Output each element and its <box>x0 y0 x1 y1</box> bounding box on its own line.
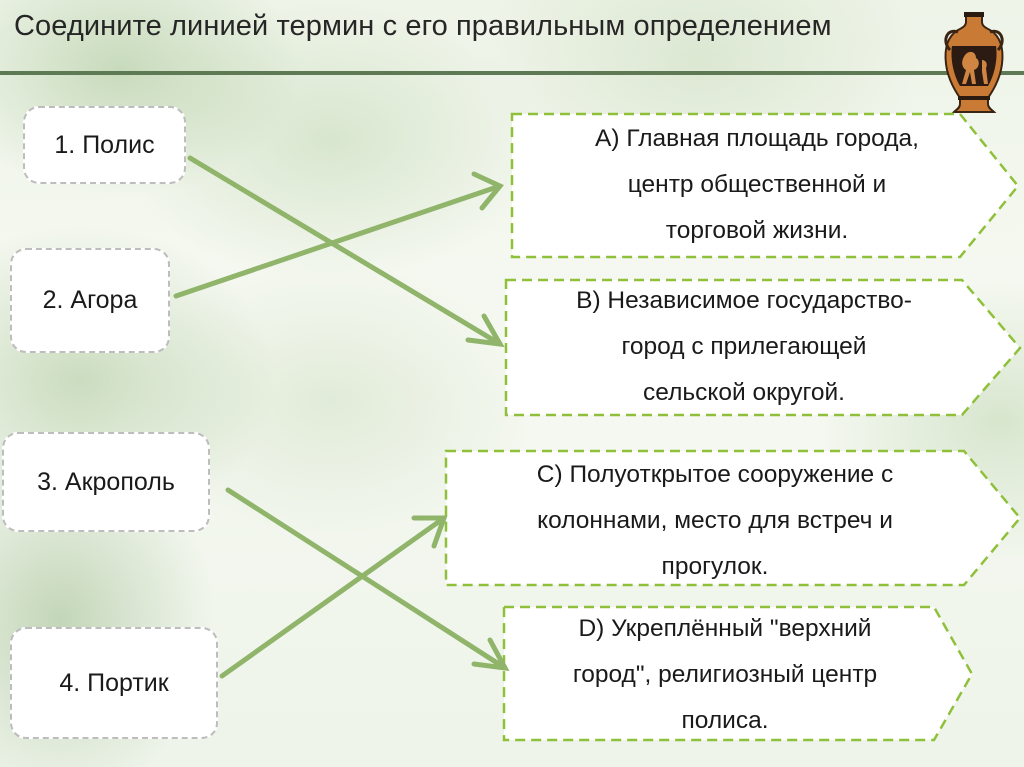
greek-amphora-icon <box>944 12 1004 113</box>
connector-portico-to-c-arrowhead <box>411 515 448 549</box>
definition-a: А) Главная площадь города, центр обществ… <box>512 116 1002 254</box>
connector-acropolis-to-d[interactable] <box>225 487 508 671</box>
page-title: Соедините линией термин с его правильным… <box>14 10 832 42</box>
term-acropolis-label: 3. Акрополь <box>37 467 175 496</box>
connector-portico-to-c[interactable] <box>219 515 447 679</box>
definition-d-line-2: город", религиозный центр <box>572 661 878 688</box>
connector-acropolis-to-d-arrowhead <box>471 637 510 672</box>
connector-agora-to-a-arrowhead <box>471 171 504 211</box>
term-portico-label: 4. Портик <box>59 668 169 697</box>
definition-b-line-2: город с прилегающей <box>621 333 867 360</box>
definition-c-line-1: С) Полуоткрытое сооружение с <box>536 461 894 488</box>
definition-a-shape <box>510 112 1020 259</box>
title-divider <box>0 71 1024 75</box>
definition-c-line-2: колоннами, место для встреч и <box>537 507 893 534</box>
definition-b-shape <box>504 278 1022 417</box>
definition-d-line-1: D) Укреплённый "верхний <box>578 615 872 642</box>
definition-c-line-3: прогулок. <box>661 553 769 580</box>
definition-b-line-3: сельской округой. <box>643 379 845 406</box>
connector-polis-to-b[interactable] <box>187 155 503 347</box>
term-polis[interactable]: 1. Полис <box>23 106 186 184</box>
definition-d-line-3: полиса. <box>681 707 769 734</box>
definition-d-shape <box>502 605 974 742</box>
connector-polis-to-b-arrowhead <box>465 313 505 348</box>
term-agora[interactable]: 2. Агора <box>10 248 170 353</box>
definition-a-line-2: центр общественной и <box>627 171 887 198</box>
term-agora-label: 2. Агора <box>42 286 138 314</box>
definition-a-line-3: торговой жизни. <box>665 217 849 244</box>
definition-c-shape <box>444 449 1022 587</box>
connector-agora-to-a[interactable] <box>173 183 503 299</box>
term-portico[interactable]: 4. Портик <box>10 627 218 739</box>
definition-a-line-1: А) Главная площадь города, <box>595 125 919 152</box>
definition-c: С) Полуоткрытое сооружение с колоннами, … <box>440 452 990 590</box>
definition-d: D) Укреплённый "верхний город", религиоз… <box>490 606 960 744</box>
definition-b-line-1: В) Независимое государство- <box>576 287 912 314</box>
definition-b: В) Независимое государство- город с прил… <box>504 278 984 416</box>
term-polis-label: 1. Полис <box>54 130 155 159</box>
term-acropolis[interactable]: 3. Акрополь <box>2 432 210 532</box>
